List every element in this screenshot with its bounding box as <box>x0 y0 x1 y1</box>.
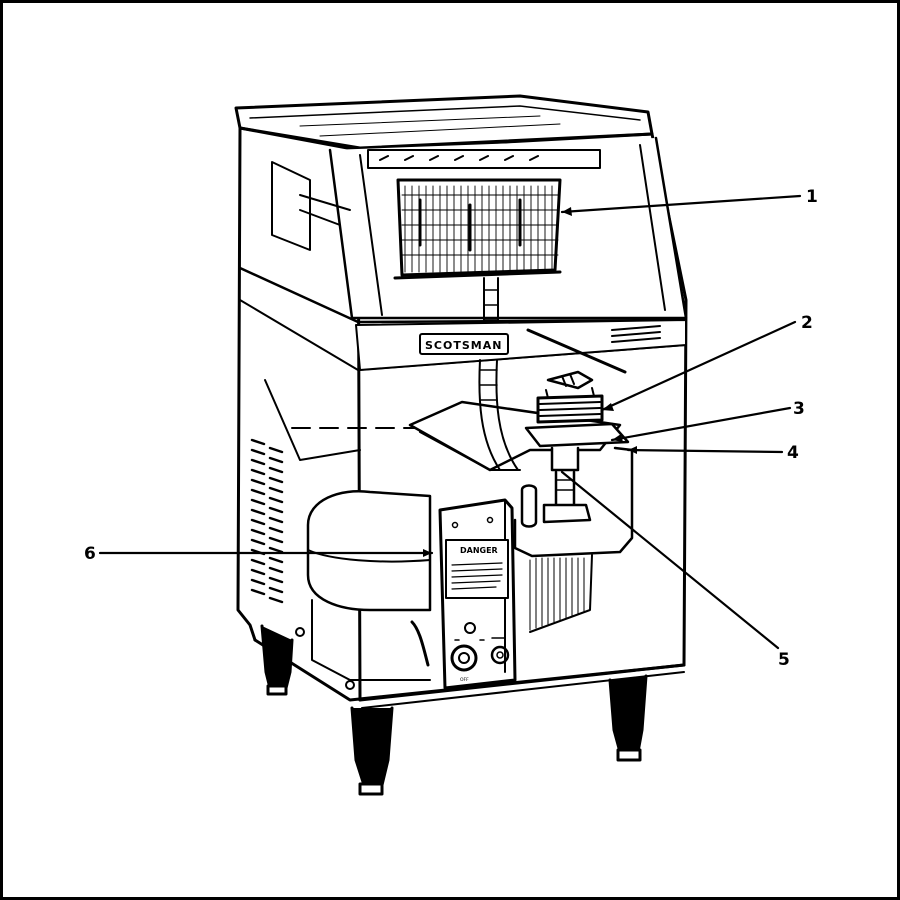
brand-plate <box>419 333 509 355</box>
callout-2: 2 <box>801 313 813 333</box>
callout-4: 4 <box>787 443 799 463</box>
callout-1: 1 <box>806 187 818 207</box>
condenser-fins <box>529 554 593 633</box>
leader-1 <box>560 194 802 214</box>
callout-6: 6 <box>84 544 96 564</box>
off-label: OFF <box>460 677 469 683</box>
leader-2 <box>600 320 797 412</box>
leader-arrowheads <box>423 207 637 557</box>
callout-leaders <box>98 194 802 650</box>
power-switch-knob[interactable] <box>450 644 478 672</box>
upper-compartment <box>271 136 688 331</box>
leader-3 <box>610 406 792 442</box>
callout-5: 5 <box>778 650 790 670</box>
reset-button[interactable] <box>490 645 510 665</box>
electrical-box <box>438 498 517 690</box>
leader-4 <box>626 448 784 454</box>
compressor <box>295 490 432 690</box>
side-vent-grille <box>250 438 284 604</box>
motor-assembly <box>513 370 634 558</box>
front-strip <box>355 319 687 374</box>
evaporator-plate <box>393 178 562 280</box>
brand-label: SCOTSMAN <box>425 339 502 352</box>
legs <box>260 624 648 796</box>
callout-3: 3 <box>793 399 805 419</box>
leader-5 <box>560 470 780 650</box>
danger-label: DANGER <box>460 546 498 555</box>
